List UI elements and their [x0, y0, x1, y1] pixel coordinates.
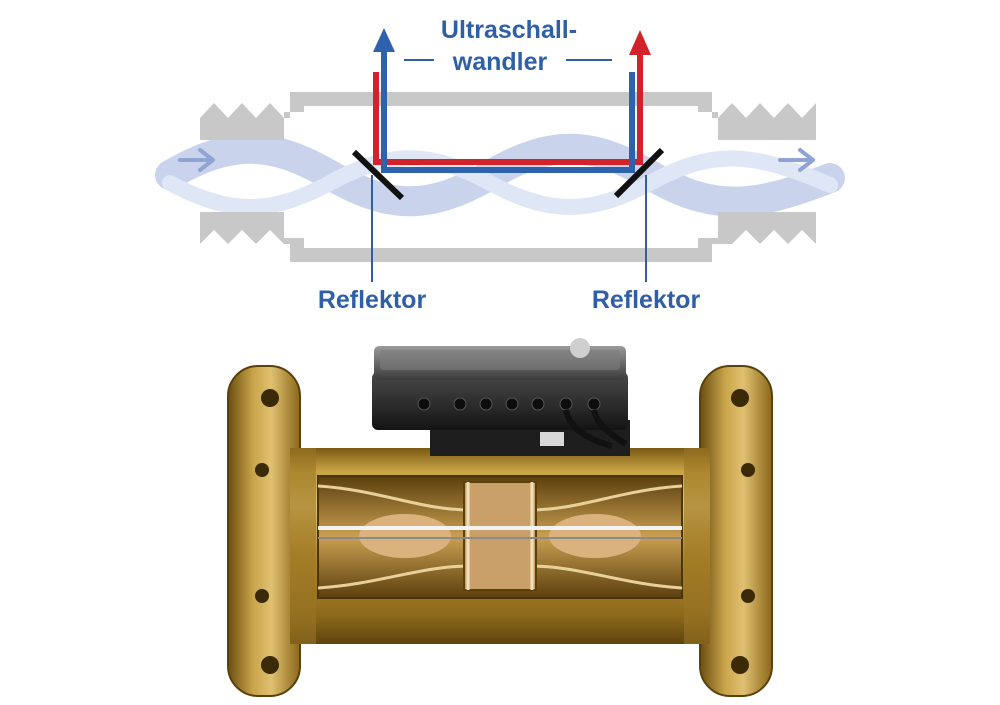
flange-right: [699, 365, 773, 697]
transducer-label-line1: Ultraschall-: [441, 16, 577, 44]
flow-arrow-right-icon: [778, 148, 815, 172]
reflector-left-label: Reflektor: [318, 286, 427, 314]
arrow-up-icon: [629, 30, 651, 55]
schematic-diagram: Ultraschall- wandler Reflektor Reflektor: [155, 16, 845, 314]
pipe-wall-bottom: [200, 212, 816, 262]
meter-electronics-housing: [372, 338, 630, 456]
flowmeter-illustration: [227, 338, 773, 697]
arrow-up-icon: [373, 28, 395, 52]
flow-arrow-right-icon: [178, 148, 215, 172]
cutaway-window: [317, 475, 683, 599]
transducer-label-line2: wandler: [452, 48, 548, 76]
pipe-wall-top: [200, 92, 816, 140]
reflector-right: [613, 147, 665, 199]
flow-wave-shadow: [162, 150, 838, 215]
flange-left: [227, 365, 301, 697]
reflector-right-label: Reflektor: [592, 286, 701, 314]
reflector-left: [351, 149, 405, 201]
ultrasonic-beam-path: [373, 52, 643, 173]
